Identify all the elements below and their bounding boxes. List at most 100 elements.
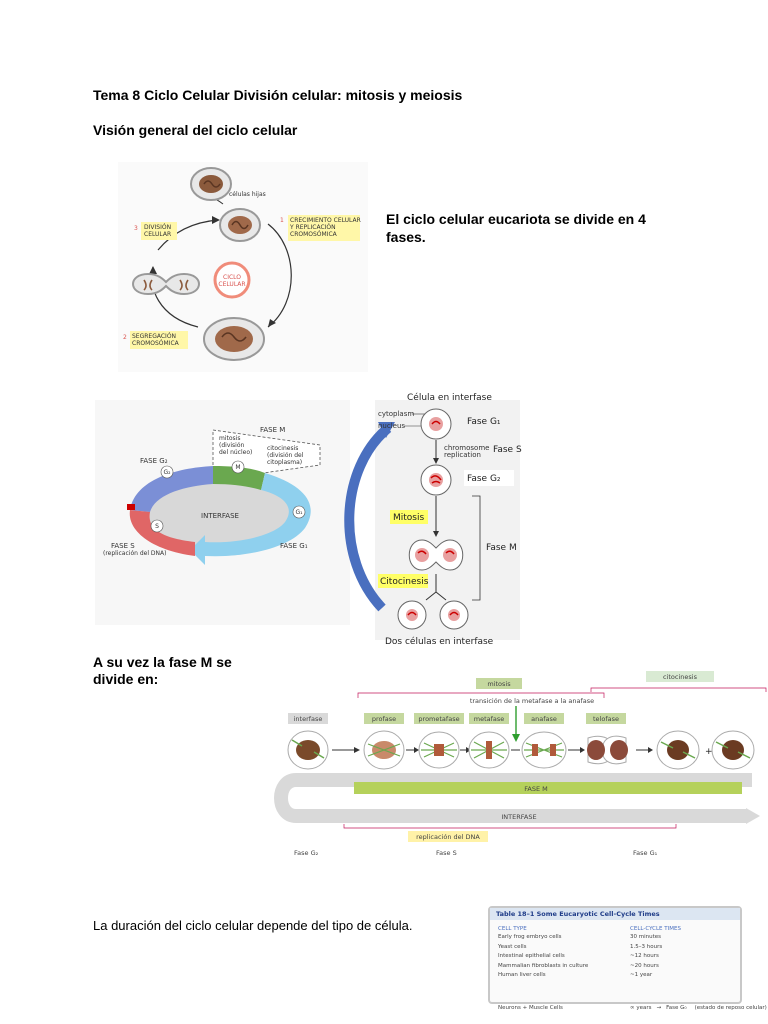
cycle-time: ~12 hours — [630, 953, 659, 959]
phase-s-label: Fase S — [436, 849, 457, 857]
m-phase-paragraph: A su vez la fase M se divide en: — [93, 654, 232, 687]
cycle-center-ring: CICLO CELULAR — [213, 261, 251, 299]
chromosome-label-1: chromosome — [444, 444, 489, 452]
mitosis-label-3: del núcleo) — [219, 449, 252, 456]
mitosis-label-2: (división — [219, 442, 244, 449]
transition-label: transición de la metafase a la anafase — [470, 697, 594, 705]
fase-g2-label: Fase G₂ — [467, 474, 501, 484]
cycle-time: 30 minutes — [630, 934, 662, 940]
badge-g1: G₁ — [292, 505, 306, 519]
table-row: Early frog embryo cells 30 minutes — [490, 933, 740, 943]
plus-sign: + — [705, 747, 713, 757]
replication-label: replicación del DNA — [416, 833, 480, 841]
mitosis-label-1: mitosis — [219, 435, 240, 442]
fase-s-label: Fase S — [493, 445, 522, 455]
badge-g2: G₂ — [160, 465, 174, 479]
bottom-cell-title: Dos células en interfase — [385, 636, 494, 647]
center-label-1: CICLO — [223, 274, 241, 281]
stage-labels: interfase profase prometafase metafase a… — [288, 713, 626, 724]
fase-m-label: Fase M — [486, 543, 517, 553]
table-row: Mammalian fibroblasts in culture ~20 hour… — [490, 962, 740, 972]
table-title: Table 18–1 Some Eucaryotic Cell-Cycle Ti… — [490, 908, 740, 920]
interphase-cell-g1 — [420, 408, 452, 440]
section-heading: Visión general del ciclo celular — [93, 122, 298, 138]
step3-label-1: DIVISIÓN — [144, 224, 171, 231]
cito-label-1: citocinesis — [267, 445, 298, 452]
cytoplasm-label: cytoplasm — [378, 410, 414, 418]
cell-cycle-ring-figure: INTERFASE FASE M mitosis (división del n… — [95, 400, 350, 625]
fase-m-label: FASE M — [260, 426, 285, 434]
cito-label-3: citoplasma) — [267, 459, 302, 466]
footer-phase: Fase G₀ — [666, 1005, 687, 1011]
nucleus-label: nucleus — [378, 422, 405, 430]
badge-m: M — [231, 460, 245, 474]
cell-type: Early frog embryo cells — [498, 934, 562, 940]
stage-label: anafase — [531, 715, 557, 723]
fase-g1-label: Fase G₁ — [467, 417, 501, 427]
header-cell-type: CELL TYPE — [498, 926, 527, 932]
step3-label-2: CELULAR — [144, 231, 171, 238]
duration-paragraph: La duración del ciclo celular depende de… — [93, 918, 413, 933]
intro-paragraph: El ciclo celular eucariota se divide en … — [386, 211, 646, 245]
mitosis-label: Mitosis — [393, 513, 424, 523]
arrow-right-icon: → — [656, 1005, 662, 1011]
phase-g1-label: Fase G₁ — [633, 849, 658, 857]
citocinesis-label: citocinesis — [663, 673, 698, 681]
table-row: Intestinal epithelial cells ~12 hours — [490, 952, 740, 962]
stage-label: telofase — [593, 715, 619, 723]
top-cell-title: Célula en interfase — [407, 392, 492, 403]
growing-cell — [219, 208, 261, 242]
mitosis-label: mitosis — [487, 680, 511, 688]
cycle-time: ~1 year — [630, 972, 653, 978]
step1-number: 1 — [280, 217, 284, 224]
interphase-flow-figure: Célula en interfase cytoplasm nucleus Fa… — [344, 392, 522, 647]
fase-s-label-1: FASE S — [111, 542, 135, 550]
interfase-center-label: INTERFASE — [201, 512, 239, 520]
stage-label: profase — [372, 715, 396, 723]
step3-number: 3 — [134, 225, 138, 232]
step1-label-3: CROMOSÓMICA — [290, 231, 338, 238]
cycle-time: ~20 hours — [630, 962, 659, 969]
cell-cycle-overview-figure: CICLO CELULAR células hijas 1 CRECIMIENT… — [118, 162, 368, 372]
footer-time: ∞ years — [630, 1005, 652, 1011]
m-phase-stages-figure: citocinesis mitosis transición de la met… — [274, 671, 767, 857]
svg-text:S: S — [155, 523, 159, 530]
daughter-cell-left — [397, 600, 427, 630]
dividing-cell — [132, 272, 200, 296]
cell-cycle-times-table: Table 18–1 Some Eucaryotic Cell-Cycle Ti… — [488, 906, 742, 1004]
cell-type: Mammalian fibroblasts in culture — [498, 962, 589, 969]
fase-g2-label: FASE G₂ — [140, 457, 168, 465]
header-cycle-time: CELL-CYCLE TIMES — [630, 926, 681, 932]
svg-text:M: M — [235, 464, 240, 471]
stage-label: prometafase — [418, 715, 459, 723]
replicated-cell — [203, 317, 265, 361]
step2-label-2: CROMOSÓMICA — [132, 340, 180, 347]
stage-label: metafase — [474, 715, 505, 723]
cycle-time: 1.5–3 hours — [630, 943, 663, 950]
step1-label-2: Y REPLICACIÓN — [289, 224, 336, 231]
citocinesis-label: Citocinesis — [380, 577, 429, 587]
badge-s: S — [150, 519, 164, 533]
step1-label-1: CRECIMIENTO CELULAR — [290, 217, 361, 224]
center-label-2: CELULAR — [218, 281, 245, 288]
mitosis-cell — [408, 539, 464, 571]
table-row: Yeast cells 1.5–3 hours — [490, 943, 740, 953]
step2-label-1: SEGREGACIÓN — [132, 333, 176, 340]
footer-cell-type: Neurons + Muscle Cells — [498, 1005, 563, 1011]
cell-type: Intestinal epithelial cells — [498, 953, 565, 959]
svg-text:G₁: G₁ — [295, 509, 303, 516]
table-header-row: CELL TYPE CELL-CYCLE TIMES — [490, 920, 740, 933]
document-title: Tema 8 Ciclo Celular División celular: m… — [93, 87, 463, 103]
interphase-cell-g2 — [420, 464, 452, 496]
fase-m-bar-label: FASE M — [524, 785, 548, 793]
daughter-cell — [190, 167, 232, 201]
daughter-cell-right — [439, 600, 469, 630]
table-row: Human liver cells~1 year — [490, 971, 740, 981]
chromosome-label-2: replication — [444, 451, 481, 459]
fase-g1-label: FASE G₁ — [280, 542, 308, 550]
footer-note: (estado de reposo celular) — [694, 1005, 767, 1011]
cell-type: Yeast cells — [498, 943, 527, 950]
cito-label-2: (división del — [267, 452, 304, 459]
svg-text:G₂: G₂ — [163, 469, 171, 476]
